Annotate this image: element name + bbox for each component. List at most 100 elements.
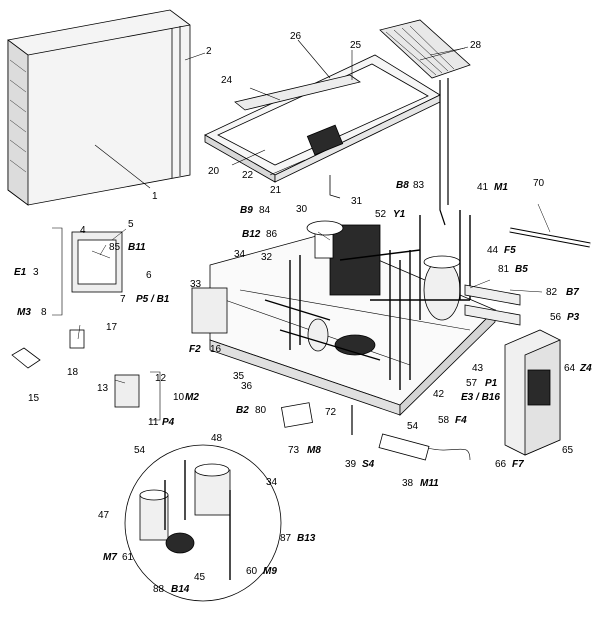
callout-36: 36 (241, 381, 253, 392)
callout-44: 44 (487, 245, 499, 256)
callout-85: 85 (109, 242, 121, 253)
callout-70: 70 (533, 178, 545, 189)
callout-33: 33 (190, 279, 202, 290)
callout-38: 38 (402, 478, 414, 489)
callout-82: 82 (546, 287, 558, 298)
callout-54-base: 54 (407, 421, 419, 432)
callout-5: 5 (128, 219, 134, 230)
code-B2: B2 (236, 405, 249, 416)
code-Z4: Z4 (580, 363, 592, 374)
callout-12: 12 (155, 373, 167, 384)
code-F5: F5 (504, 245, 516, 256)
base-frame (209, 234, 496, 416)
code-F7: F7 (512, 459, 524, 470)
callout-83: 83 (413, 180, 425, 191)
condenser-coil (7, 9, 206, 206)
callout-28: 28 (470, 40, 482, 51)
code-E3-B16: E3 / B16 (461, 392, 500, 403)
callout-2: 2 (206, 46, 212, 57)
code-M1: M1 (494, 182, 508, 193)
callout-60: 60 (246, 566, 258, 577)
callout-88: 88 (153, 584, 165, 595)
callout-26: 26 (290, 31, 302, 42)
callout-10: 10 (173, 392, 185, 403)
callout-48: 48 (211, 433, 223, 444)
code-B9: B9 (240, 205, 253, 216)
callout-84: 84 (259, 205, 271, 216)
callout-81: 81 (498, 264, 510, 275)
callout-52: 52 (375, 209, 387, 220)
callout-8: 8 (41, 307, 47, 318)
code-B14: B14 (171, 584, 190, 595)
callout-7: 7 (120, 294, 126, 305)
code-B13: B13 (297, 533, 316, 544)
callout-11: 11 (148, 417, 159, 428)
callout-4: 4 (80, 225, 86, 236)
callout-15: 15 (28, 393, 40, 404)
callout-1: 1 (152, 191, 158, 202)
code-P1: P1 (485, 378, 498, 389)
callout-30: 30 (296, 204, 308, 215)
callout-54-detail: 54 (134, 445, 146, 456)
callout-31: 31 (351, 196, 363, 207)
callout-41: 41 (477, 182, 489, 193)
callout-47: 47 (98, 510, 110, 521)
code-M9: M9 (263, 566, 277, 577)
callout-34-top: 34 (234, 249, 246, 260)
callout-86: 86 (266, 229, 278, 240)
callout-20: 20 (208, 166, 220, 177)
callout-87: 87 (280, 533, 292, 544)
code-M3: M3 (17, 307, 31, 318)
callout-18: 18 (67, 367, 79, 378)
leader-lines (77, 47, 551, 384)
code-M11: M11 (420, 478, 439, 489)
callout-72: 72 (325, 407, 337, 418)
callout-43: 43 (472, 363, 484, 374)
callout-45: 45 (194, 572, 206, 583)
callout-17: 17 (106, 322, 118, 333)
code-P4: P4 (162, 417, 175, 428)
evaporator-coil (379, 19, 471, 226)
callout-65: 65 (562, 445, 574, 456)
detail-callout (124, 444, 282, 602)
code-B8: B8 (396, 180, 409, 191)
callout-3: 3 (33, 267, 39, 278)
code-M7: M7 (103, 552, 117, 563)
callout-13: 13 (97, 383, 109, 394)
electrical-box (504, 329, 561, 456)
callout-57: 57 (466, 378, 478, 389)
callout-64: 64 (564, 363, 576, 374)
callout-66: 66 (495, 459, 507, 470)
code-P5-B1: P5 / B1 (136, 294, 170, 305)
code-B7: B7 (566, 287, 579, 298)
code-F4: F4 (455, 415, 467, 426)
callout-25: 25 (350, 40, 362, 51)
callout-42: 42 (433, 389, 445, 400)
code-E1: E1 (14, 267, 27, 278)
callout-58: 58 (438, 415, 450, 426)
code-P3: P3 (567, 312, 580, 323)
callout-73: 73 (288, 445, 300, 456)
callout-6: 6 (146, 270, 152, 281)
callout-16: 16 (210, 344, 222, 355)
code-S4: S4 (362, 459, 375, 470)
code-M8: M8 (307, 445, 321, 456)
callout-24: 24 (221, 75, 233, 86)
drip-tray (204, 39, 441, 199)
callout-32: 32 (261, 252, 273, 263)
code-M2: M2 (185, 392, 199, 403)
callout-35: 35 (233, 371, 245, 382)
callout-39: 39 (345, 459, 357, 470)
callout-21: 21 (270, 185, 282, 196)
callout-61: 61 (122, 552, 134, 563)
callout-34-detail: 34 (266, 477, 278, 488)
left-components (11, 227, 471, 461)
piping-assembly (264, 210, 591, 390)
code-B5: B5 (515, 264, 528, 275)
code-B12: B12 (242, 229, 261, 240)
callout-56: 56 (550, 312, 562, 323)
callout-80: 80 (255, 405, 267, 416)
code-B11: B11 (128, 242, 146, 253)
